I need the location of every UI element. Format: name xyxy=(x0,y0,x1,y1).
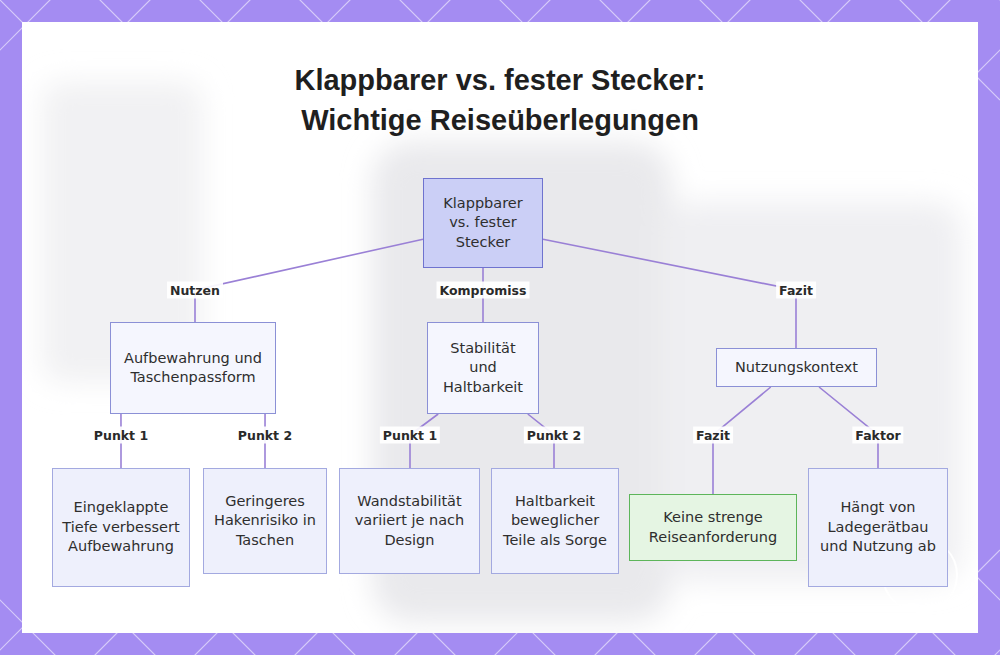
box-text: Wandstabilität variiert je nach Design xyxy=(348,492,471,551)
edge-label: Nutzen xyxy=(167,282,223,299)
category-box: Stabilität und Haltbarkeit xyxy=(427,322,539,414)
root-box: Klappbarer vs. fester Stecker xyxy=(423,178,543,268)
box-text: Aufbewahrung und Taschenpassform xyxy=(119,349,267,388)
box-text: Haltbarkeit beweglicher Teile als Sorge xyxy=(500,492,610,551)
box-text: Nutzungskontext xyxy=(735,358,858,378)
point-box: Wandstabilität variiert je nach Design xyxy=(339,468,480,574)
box-text: Stabilität und Haltbarkeit xyxy=(436,339,530,398)
category-box: Nutzungskontext xyxy=(716,348,877,387)
edge-label: Faktor xyxy=(852,427,903,444)
box-text: Eingeklappte Tiefe verbessert Aufbewahru… xyxy=(61,498,181,557)
connector-line xyxy=(195,239,423,322)
edge-label: Kompromiss xyxy=(437,282,530,299)
edge-label: Fazit xyxy=(776,282,816,299)
point-box: Haltbarkeit beweglicher Teile als Sorge xyxy=(491,468,619,574)
category-box: Aufbewahrung und Taschenpassform xyxy=(110,322,276,414)
box-text: Klappbarer vs. fester Stecker xyxy=(432,194,534,253)
edge-label: Fazit xyxy=(693,427,733,444)
point-box: Geringeres Hakenrisiko in Taschen xyxy=(203,468,327,574)
edge-label: Punkt 2 xyxy=(524,427,584,444)
conclusion-box: Keine strenge Reiseanforderung xyxy=(629,494,797,561)
edge-label: Punkt 1 xyxy=(91,427,151,444)
box-text: Geringeres Hakenrisiko in Taschen xyxy=(212,492,318,551)
point-box: Eingeklappte Tiefe verbessert Aufbewahru… xyxy=(52,468,190,587)
diagram-title: Klappbarer vs. fester Stecker: Wichtige … xyxy=(265,60,735,140)
point-box: Hängt von Ladegerätbau und Nutzung ab xyxy=(808,468,948,587)
connector-line xyxy=(543,239,796,348)
edge-label: Punkt 2 xyxy=(235,427,295,444)
edge-label: Punkt 1 xyxy=(380,427,440,444)
box-text: Keine strenge Reiseanforderung xyxy=(638,508,788,547)
blurred-shapes xyxy=(42,82,962,622)
box-text: Hängt von Ladegerätbau und Nutzung ab xyxy=(817,498,939,557)
